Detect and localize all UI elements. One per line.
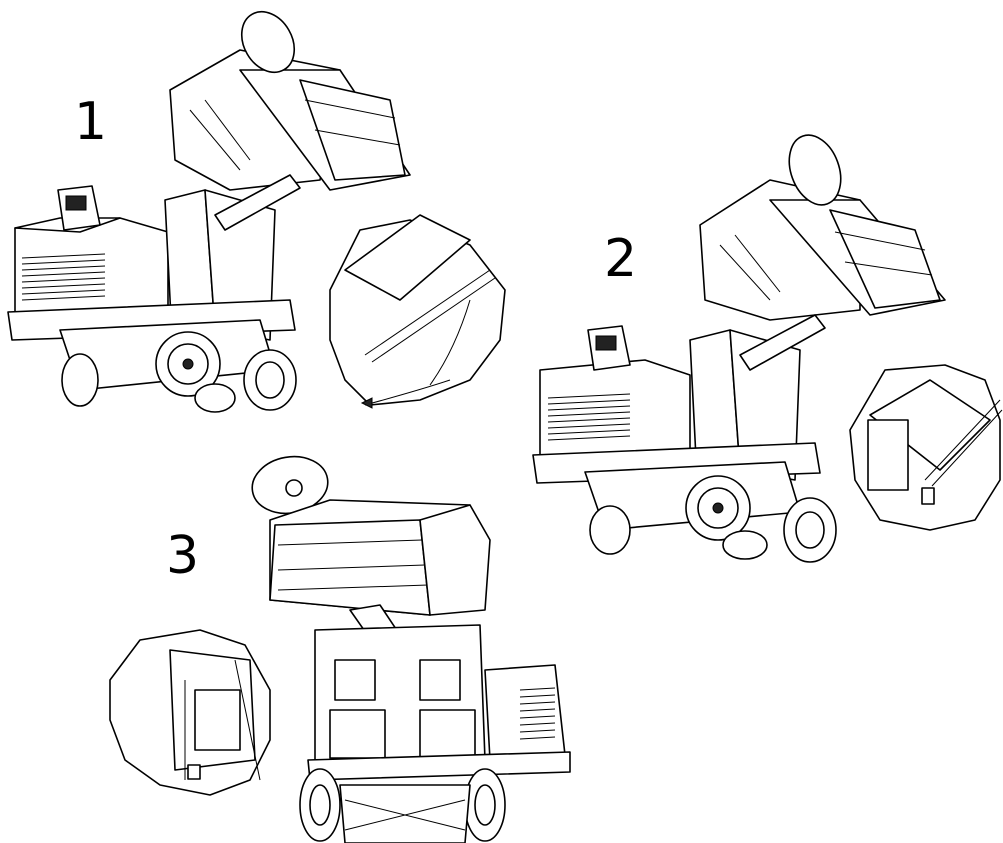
detail-inset-3 — [109, 629, 271, 796]
machine-3 — [251, 455, 571, 843]
machine-1 — [7, 11, 411, 413]
step-number-2: 2 — [604, 229, 638, 289]
step-number-1: 1 — [74, 92, 108, 152]
machine-2 — [532, 134, 946, 563]
detail-inset-2 — [849, 364, 1003, 531]
step-number-3: 3 — [166, 526, 200, 586]
detail-inset-1 — [329, 214, 506, 409]
